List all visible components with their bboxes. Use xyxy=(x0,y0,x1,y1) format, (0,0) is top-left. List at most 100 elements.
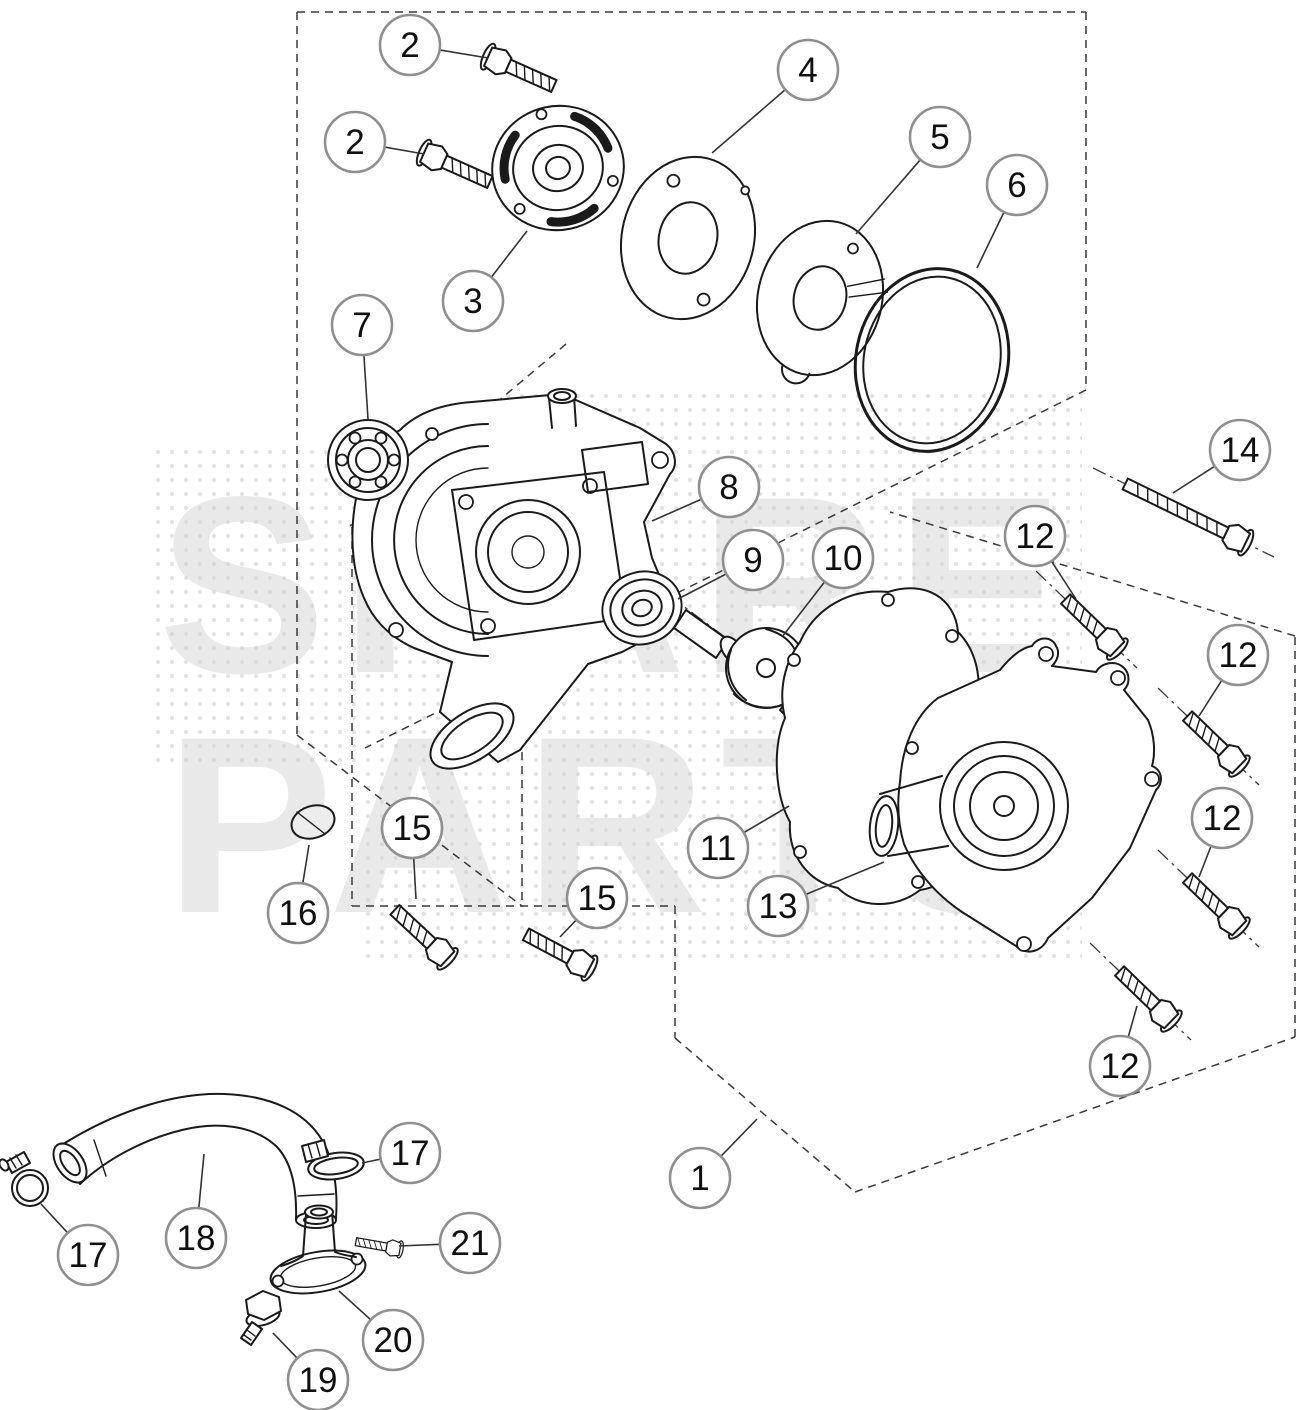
callout-circle[interactable] xyxy=(286,1348,350,1410)
callout-16[interactable]: 16 xyxy=(266,881,330,945)
callout-label: 12 xyxy=(1101,1047,1140,1086)
callout-12[interactable]: 12 xyxy=(1088,1034,1152,1098)
callout-circle[interactable] xyxy=(985,153,1049,217)
callout-circle[interactable] xyxy=(380,796,444,860)
part-bearing-front xyxy=(327,419,409,501)
callout-17[interactable]: 17 xyxy=(56,1223,120,1287)
callout-circle[interactable] xyxy=(721,528,785,592)
leader-line-15 xyxy=(412,857,417,900)
callout-circle[interactable] xyxy=(378,1121,442,1185)
part-pump-housing xyxy=(351,388,676,770)
callout-3[interactable]: 3 xyxy=(441,269,505,333)
callout-label: 8 xyxy=(719,468,738,507)
leader-line-10 xyxy=(781,581,826,638)
callout-label: 16 xyxy=(279,894,318,933)
callout-circle[interactable] xyxy=(361,1308,425,1372)
callout-2[interactable]: 2 xyxy=(378,13,442,77)
callout-20[interactable]: 20 xyxy=(361,1308,425,1372)
callout-circle[interactable] xyxy=(1088,1034,1152,1098)
part-o-ring xyxy=(853,267,1011,453)
leader-line-12 xyxy=(1198,845,1212,878)
callout-2[interactable]: 2 xyxy=(323,110,387,174)
leader-line-4 xyxy=(711,88,786,154)
callout-7[interactable]: 7 xyxy=(330,293,394,357)
callout-9[interactable]: 9 xyxy=(721,528,785,592)
callout-label: 2 xyxy=(345,123,364,162)
leader-line-18 xyxy=(198,1153,205,1209)
callout-label: 12 xyxy=(1203,799,1242,838)
callout-circle[interactable] xyxy=(686,816,750,880)
leader-line-19 xyxy=(272,1332,298,1359)
callout-label: 1 xyxy=(690,1159,709,1198)
callout-12[interactable]: 12 xyxy=(1190,786,1254,850)
callout-5[interactable]: 5 xyxy=(908,105,972,169)
callout-17[interactable]: 17 xyxy=(378,1121,442,1185)
leader-line-6 xyxy=(976,211,1005,269)
callout-label: 10 xyxy=(824,539,863,578)
callout-circle[interactable] xyxy=(746,874,810,938)
callout-15[interactable]: 15 xyxy=(380,796,444,860)
callout-label: 7 xyxy=(352,306,371,345)
callout-1[interactable]: 1 xyxy=(668,1146,732,1210)
callout-circle[interactable] xyxy=(565,866,629,930)
callout-circle[interactable] xyxy=(1190,786,1254,850)
callout-11[interactable]: 11 xyxy=(686,816,750,880)
leader-line-14 xyxy=(1172,465,1216,494)
leader-line-3 xyxy=(490,230,528,278)
leader-line-17 xyxy=(40,1203,69,1234)
callout-12[interactable]: 12 xyxy=(1003,504,1067,568)
leader-line-11 xyxy=(743,805,790,834)
leader-line-13 xyxy=(805,861,885,896)
leader-lines xyxy=(40,49,1223,1359)
callout-circle[interactable] xyxy=(908,105,972,169)
callout-circle[interactable] xyxy=(1208,418,1272,482)
callout-circle[interactable] xyxy=(697,455,761,519)
callout-14[interactable]: 14 xyxy=(1208,418,1272,482)
callout-18[interactable]: 18 xyxy=(164,1206,228,1270)
leader-line-1 xyxy=(720,1118,758,1157)
leader-line-5 xyxy=(855,159,922,235)
callout-circle[interactable] xyxy=(330,293,394,357)
callout-label: 5 xyxy=(930,118,949,157)
callout-12[interactable]: 12 xyxy=(1206,623,1270,687)
callout-8[interactable]: 8 xyxy=(697,455,761,519)
callout-circle[interactable] xyxy=(811,526,875,590)
callout-label: 11 xyxy=(700,829,736,868)
callout-circle[interactable] xyxy=(1003,504,1067,568)
leader-line-12 xyxy=(1050,560,1077,600)
callout-circle[interactable] xyxy=(441,269,505,333)
callout-circle[interactable] xyxy=(668,1146,732,1210)
part-drive-hub xyxy=(491,104,625,232)
callout-circle[interactable] xyxy=(266,881,330,945)
callout-circle[interactable] xyxy=(438,1211,502,1275)
callout-19[interactable]: 19 xyxy=(286,1348,350,1410)
callout-label: 17 xyxy=(391,1134,430,1173)
callout-6[interactable]: 6 xyxy=(985,153,1049,217)
callout-21[interactable]: 21 xyxy=(438,1211,502,1275)
callout-13[interactable]: 13 xyxy=(746,874,810,938)
leader-line-20 xyxy=(338,1290,372,1321)
callout-label: 6 xyxy=(1007,166,1026,205)
callout-label: 12 xyxy=(1219,636,1258,675)
callout-label: 19 xyxy=(299,1361,338,1400)
callout-15[interactable]: 15 xyxy=(565,866,629,930)
callout-circle[interactable] xyxy=(323,110,387,174)
callout-label: 15 xyxy=(393,809,432,848)
part-friction-plate xyxy=(755,219,889,385)
callout-10[interactable]: 10 xyxy=(811,526,875,590)
part-plug xyxy=(290,804,336,840)
callout-circle[interactable] xyxy=(56,1223,120,1287)
leader-line-8 xyxy=(651,498,702,522)
callout-circle[interactable] xyxy=(776,38,840,102)
part-bolt-2a xyxy=(476,40,561,100)
callout-label: 9 xyxy=(743,541,762,580)
part-bolt-12d xyxy=(1108,959,1186,1036)
callout-label: 12 xyxy=(1016,517,1055,556)
callout-label: 20 xyxy=(374,1321,413,1360)
callout-circle[interactable] xyxy=(378,13,442,77)
callout-circle[interactable] xyxy=(1206,623,1270,687)
part-bolt-12b xyxy=(1176,704,1254,781)
callout-4[interactable]: 4 xyxy=(776,38,840,102)
callout-circle[interactable] xyxy=(164,1206,228,1270)
